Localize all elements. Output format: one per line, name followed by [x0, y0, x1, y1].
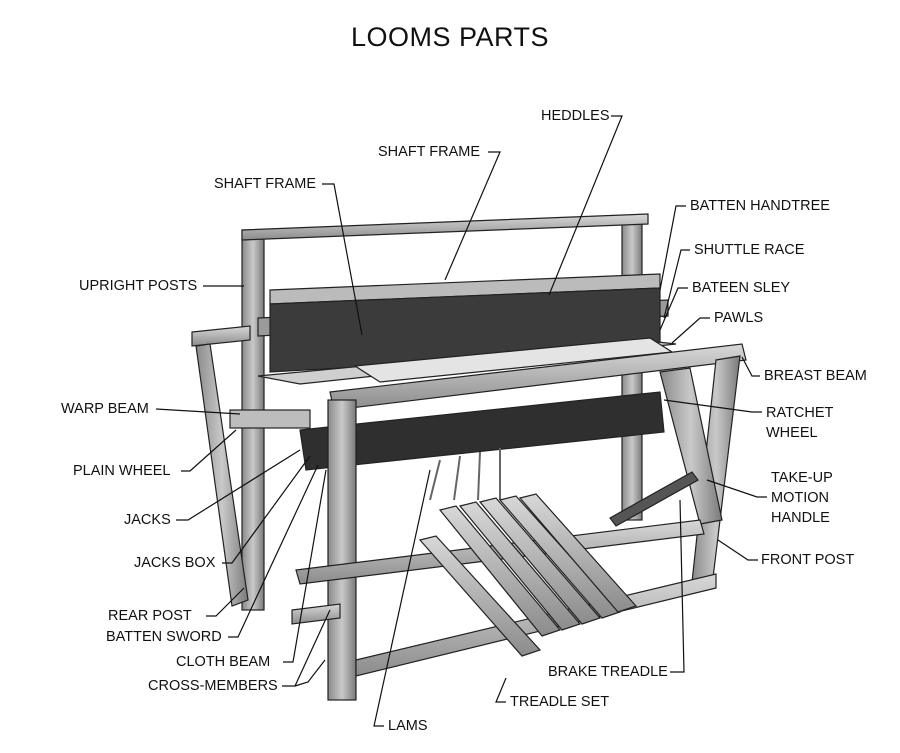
label-batten-handtree: BATTEN HANDTREE: [690, 198, 830, 214]
label-heddles: HEDDLES: [541, 108, 610, 124]
label-cross-members: CROSS-MEMBERS: [148, 678, 278, 694]
label-pawls: PAWLS: [714, 310, 764, 326]
label-plain-wheel: PLAIN WHEEL: [73, 463, 171, 479]
label-warp-beam: WARP BEAM: [61, 401, 149, 417]
label-ratchet-wheel-line2: WHEEL: [766, 425, 818, 441]
label-ratchet-wheel-line1: RATCHET: [766, 405, 834, 421]
cloth-roll: [299, 391, 665, 471]
label-shaft-frame-lower: SHAFT FRAME: [214, 176, 317, 192]
loom-body: [191, 213, 747, 701]
top-beam: [241, 213, 649, 241]
label-brake-treadle: BRAKE TREADLE: [548, 664, 668, 680]
label-lams: LAMS: [388, 718, 428, 734]
label-rear-post: REAR POST: [108, 608, 192, 624]
label-bateen-sley: BATEEN SLEY: [692, 280, 791, 296]
page-title: LOOMS PARTS: [350, 22, 550, 52]
label-jacks-box: JACKS BOX: [134, 555, 216, 571]
label-take-up-line1: TAKE-UP: [771, 470, 833, 486]
label-take-up-line3: HANDLE: [771, 510, 830, 526]
label-jacks: JACKS: [124, 512, 171, 528]
label-treadle-set: TREADLE SET: [510, 694, 610, 710]
label-shuttle-race: SHUTTLE RACE: [694, 242, 805, 258]
label-take-up-line2: MOTION: [771, 490, 829, 506]
label-upright-posts: UPRIGHT POSTS: [79, 278, 198, 294]
leader-lines: [155, 115, 767, 727]
label-shaft-frame-upper: SHAFT FRAME: [378, 144, 481, 160]
label-cloth-beam: CLOTH BEAM: [176, 654, 271, 670]
label-breast-beam: BREAST BEAM: [764, 368, 867, 384]
label-front-post: FRONT POST: [761, 552, 855, 568]
front-left-post: [327, 399, 357, 701]
label-batten-sword: BATTEN SWORD: [106, 629, 222, 645]
